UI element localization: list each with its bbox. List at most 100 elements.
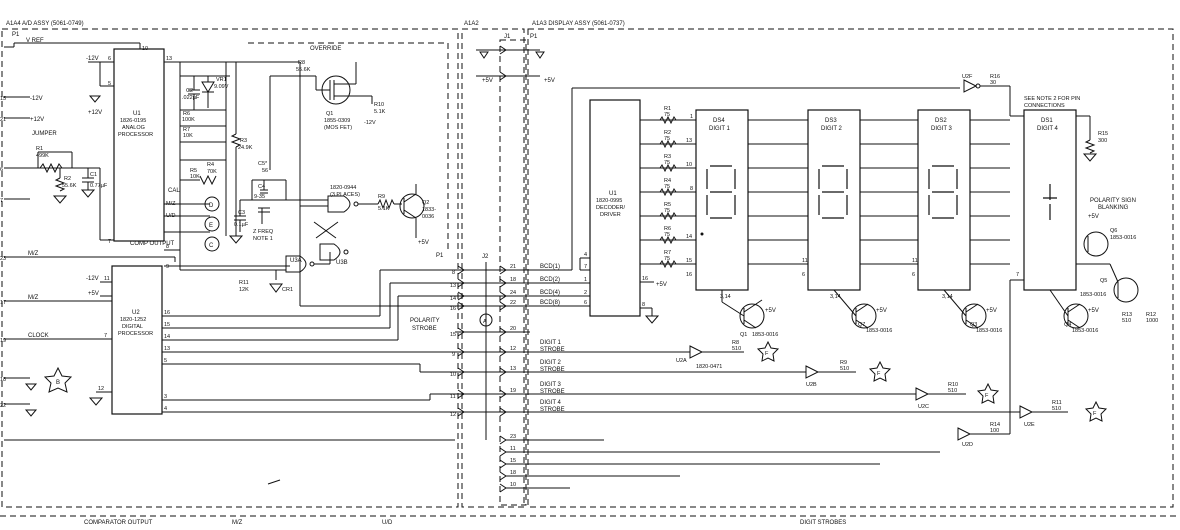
- u2-pin-3: 3: [164, 394, 167, 400]
- c1-value: 0.77µF: [90, 183, 108, 189]
- test-point-a: A: [479, 313, 493, 327]
- r16-value: 30: [990, 80, 996, 86]
- bcd-4-label: BCD(4): [540, 290, 560, 296]
- cr1-label: CR1: [282, 287, 293, 293]
- comp-output-label: COMP OUTPUT: [130, 241, 175, 247]
- j2-pin-20: 20: [510, 326, 516, 332]
- edge-pin-15: 15: [0, 96, 6, 102]
- polarity-blanking-1: POLARITY SIGN: [1090, 198, 1136, 204]
- ds3-digit: DIGIT 2: [821, 126, 843, 132]
- test-point-c: C: [204, 236, 220, 252]
- q1d-label: Q1: [740, 332, 747, 338]
- seg-r6-value: 75: [664, 232, 670, 238]
- decoder-name-2: DRIVER: [600, 212, 621, 218]
- r5-value: 10K: [190, 174, 200, 180]
- u1-ref: U1: [133, 111, 141, 117]
- q7-plus5v: +5V: [876, 308, 887, 314]
- r9-top-label: R9: [378, 194, 385, 200]
- connector-p1-mid: P1: [530, 34, 538, 40]
- seg-r1-label: R1: [664, 106, 671, 112]
- u1-plus12v: +12V: [88, 110, 102, 116]
- bottom-digit-strobes: DIGIT STROBES: [800, 520, 846, 526]
- r14-label: R14: [990, 422, 1000, 428]
- u2f-label: U2F: [962, 74, 973, 80]
- connector-j2: J2: [482, 254, 489, 260]
- r8-strobe-label: R8: [732, 340, 739, 346]
- ds2-ref: DS2: [935, 118, 947, 124]
- power-connector: [476, 45, 545, 81]
- dec-in-1: 1: [584, 277, 587, 283]
- q7-part: 1853-0016: [866, 328, 892, 334]
- edge-pin-6: 6: [0, 167, 3, 173]
- r9-strobe-value: 510: [840, 366, 849, 372]
- seg-r3-label: R3: [664, 154, 671, 160]
- q6-label: Q6: [1110, 228, 1117, 234]
- digit3-strobe-2: STROBE: [540, 389, 565, 395]
- test-point-f-3: F: [976, 382, 1000, 404]
- connector-j1: J1: [504, 34, 511, 40]
- r3-value: 24.9K: [238, 145, 253, 151]
- u3b-label: U3B: [336, 260, 348, 266]
- test-point-f-2: F: [868, 360, 892, 382]
- r9-strobe-label: R9: [840, 360, 847, 366]
- bus-pin-8: 8: [452, 270, 455, 276]
- miz-pin-label: M/Z: [166, 201, 176, 207]
- bottom-miz: M/Z: [232, 520, 243, 526]
- u2-name-1: DIGITAL: [122, 324, 143, 330]
- edge-plus12v: +12V: [30, 117, 44, 123]
- vr1-value: 9.09V: [214, 84, 229, 90]
- q6-part: 1853-0016: [1110, 235, 1136, 241]
- svg-text:F: F: [765, 351, 769, 357]
- r8-top-value: 55.6K: [296, 67, 311, 73]
- connector-p1-bus: P1: [436, 253, 444, 259]
- digit2-strobe-1: DIGIT 2: [540, 360, 562, 366]
- digit3-strobe-1: DIGIT 3: [540, 382, 562, 388]
- svg-text:E: E: [209, 223, 213, 229]
- j2-pin-18: 18: [510, 277, 516, 283]
- q1d-part: 1853-0016: [752, 332, 778, 338]
- u2e-label: U2E: [1024, 422, 1035, 428]
- r13-label: R13: [1122, 312, 1132, 318]
- q7-label: Q7: [858, 322, 865, 328]
- j2-pin-18b: 18: [510, 470, 516, 476]
- r16-label: R16: [990, 74, 1000, 80]
- j2-pin-10: 10: [510, 482, 516, 488]
- svg-text:F: F: [985, 393, 989, 399]
- ds2-digit: DIGIT 3: [931, 126, 953, 132]
- svg-text:A: A: [483, 319, 487, 325]
- svg-text:B: B: [56, 380, 60, 386]
- q3-part: 1853-0016: [976, 328, 1002, 334]
- r9-top-value: 5.1K: [378, 206, 390, 212]
- r10-top-label: R10: [374, 102, 384, 108]
- j2-pin-22: 22: [510, 300, 516, 306]
- c5-value: 56: [262, 168, 268, 174]
- digit4-strobe-2: STROBE: [540, 407, 565, 413]
- dec-in-2: 2: [584, 290, 587, 296]
- a1a3-title: A1A3 DISPLAY ASSY (5061-0737): [532, 21, 625, 27]
- q1-part: 1855-0309: [324, 118, 350, 124]
- r1-value: 499K: [36, 153, 49, 159]
- a1a2-title: A1A2: [464, 21, 479, 27]
- section-borders: [0, 28, 1180, 517]
- note1-line2: NOTE 1: [253, 236, 273, 242]
- r7-label: R7: [183, 127, 190, 133]
- r10-top-value: 5.1K: [374, 109, 386, 115]
- u1-pin-6: 6: [108, 56, 111, 62]
- svg-text:3,14: 3,14: [830, 294, 841, 300]
- digit1-strobe-1: DIGIT 1: [540, 340, 562, 346]
- q1-minus12v: -12V: [364, 120, 376, 126]
- svg-text:10: 10: [686, 162, 692, 168]
- bcd-2-label: BCD(2): [540, 277, 560, 283]
- vref-label: V REF: [26, 38, 44, 44]
- u2-pin-12: 12: [98, 386, 104, 392]
- svg-text:F: F: [1093, 411, 1097, 417]
- display-ds4: [695, 109, 749, 291]
- u2a-label: U2A: [676, 358, 687, 364]
- q6-plus5v: +5V: [1088, 214, 1099, 220]
- left-edge-pins: [4, 42, 175, 405]
- u1-name-1: ANALOG: [122, 125, 145, 131]
- bcd-1-label: BCD(1): [540, 264, 560, 270]
- r4-value: 70K: [207, 169, 217, 175]
- svg-text:7: 7: [1016, 272, 1019, 278]
- u3-places: (3 PLACES): [330, 192, 360, 198]
